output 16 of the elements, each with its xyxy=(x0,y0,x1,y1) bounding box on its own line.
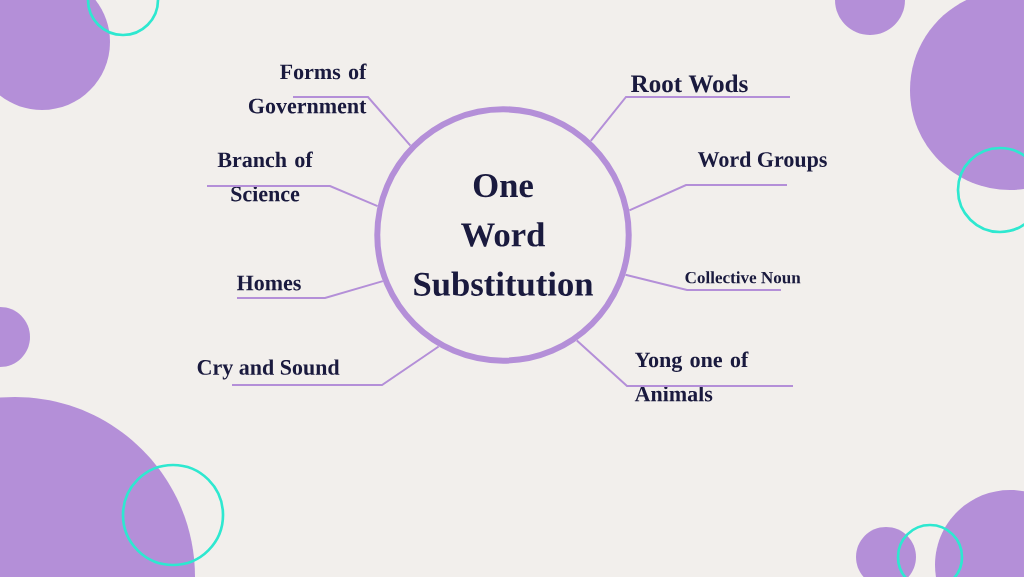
topic-label: Word Groups xyxy=(697,151,827,172)
connector-line xyxy=(231,345,440,386)
connector-line xyxy=(206,185,379,208)
topic-label: Forms of Government xyxy=(248,63,367,114)
connector-line xyxy=(575,339,794,387)
connector-line xyxy=(589,96,791,142)
topic-label: Collective Noun xyxy=(685,271,801,284)
topic-label: Homes xyxy=(237,275,301,291)
topic-label: Branch of Science xyxy=(217,151,313,202)
connector-line xyxy=(628,184,788,212)
connector-line xyxy=(624,273,782,291)
connector-line xyxy=(236,280,384,299)
topic-label: Cry and Sound xyxy=(197,359,340,380)
connector-line xyxy=(292,96,412,147)
topic-label: Yong one of Animals xyxy=(634,351,749,402)
topic-label: Root Wods xyxy=(631,74,748,93)
